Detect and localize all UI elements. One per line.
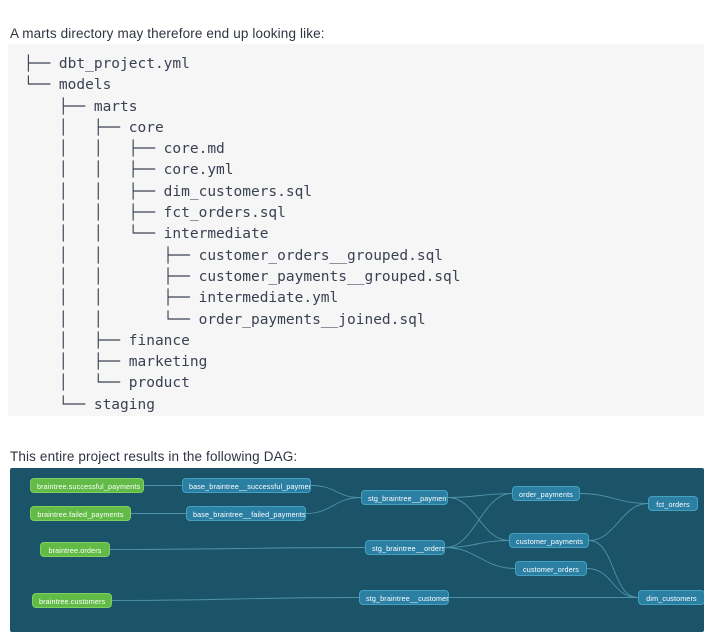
dag-node-stg_orders[interactable]: stg_braintree__orders: [365, 540, 445, 555]
dag-edge-src_customers-to-stg_customers: [111, 597, 360, 601]
dag-node-src_orders[interactable]: braintree.orders: [40, 542, 110, 557]
dag-node-customer_payments[interactable]: customer_payments: [509, 533, 589, 548]
dag-node-label: base_braintree__failed_payments: [193, 510, 306, 519]
dag-edge-stg_orders-to-customer_orders: [444, 547, 516, 569]
dag-edge-stg_orders-to-customer_payments: [444, 540, 510, 548]
dag-node-customer_orders[interactable]: customer_orders: [515, 561, 587, 576]
dag-node-label: dim_customers: [646, 594, 697, 603]
dag-edge-stg_payments-to-customer_payments: [447, 497, 510, 541]
dag-edge-stg_payments-to-order_payments: [447, 493, 513, 498]
dag-node-label: customer_orders: [522, 565, 580, 574]
dag-edge-stg_orders-to-order_payments: [444, 493, 513, 548]
dag-node-base_failed_payments[interactable]: base_braintree__failed_payments: [186, 506, 306, 521]
dag-node-label: stg_braintree__payments: [368, 494, 448, 503]
dag-node-label: braintree.customers: [39, 597, 106, 606]
dag-node-label: customer_payments: [516, 537, 584, 546]
dag-node-dim_customers[interactable]: dim_customers: [638, 590, 704, 605]
dag-node-label: stg_braintree__orders: [372, 544, 445, 553]
dag-node-stg_customers[interactable]: stg_braintree__customers: [359, 590, 449, 605]
dag-edge-customer_orders-to-dim_customers: [586, 568, 639, 598]
dag-node-label: braintree.orders: [48, 546, 102, 555]
dag-node-label: order_payments: [519, 490, 573, 499]
dag-edge-base_failed_payments-to-stg_payments: [305, 497, 362, 514]
dag-node-src_successful_payments[interactable]: braintree.successful_payments: [30, 478, 144, 493]
intro-paragraph: A marts directory may therefore end up l…: [10, 25, 325, 41]
dag-edge-base_successful_payments-to-stg_payments: [310, 485, 362, 498]
dag-panel: braintree.successful_payments braintree.f…: [10, 468, 704, 632]
dag-node-label: braintree.failed_payments: [37, 510, 124, 519]
dag-node-base_successful_payments[interactable]: base_braintree__successful_payments: [182, 478, 311, 493]
directory-tree-text: ├── dbt_project.yml └── models ├── marts…: [24, 56, 461, 413]
dag-node-stg_payments[interactable]: stg_braintree__payments: [361, 490, 448, 505]
dag-node-label: base_braintree__successful_payments: [189, 482, 311, 491]
dag-node-label: braintree.successful_payments: [37, 482, 141, 491]
dag-edge-customer_payments-to-fct_orders: [588, 503, 649, 541]
dag-node-fct_orders[interactable]: fct_orders: [648, 496, 698, 511]
dag-edges: [109, 485, 649, 601]
dag-node-order_payments[interactable]: order_payments: [512, 486, 580, 501]
dag-edge-customer_payments-to-dim_customers: [588, 540, 639, 598]
dag-caption-paragraph: This entire project results in the follo…: [10, 448, 298, 464]
directory-tree-code-block: ├── dbt_project.yml └── models ├── marts…: [8, 44, 704, 416]
dag-edge-src_orders-to-stg_orders: [109, 547, 366, 550]
dag-node-src_failed_payments[interactable]: braintree.failed_payments: [30, 506, 131, 521]
dag-node-src_customers[interactable]: braintree.customers: [32, 593, 112, 608]
dag-node-label: fct_orders: [656, 500, 690, 509]
dag-node-label: stg_braintree__customers: [366, 594, 449, 603]
dag-edge-order_payments-to-fct_orders: [579, 493, 649, 504]
